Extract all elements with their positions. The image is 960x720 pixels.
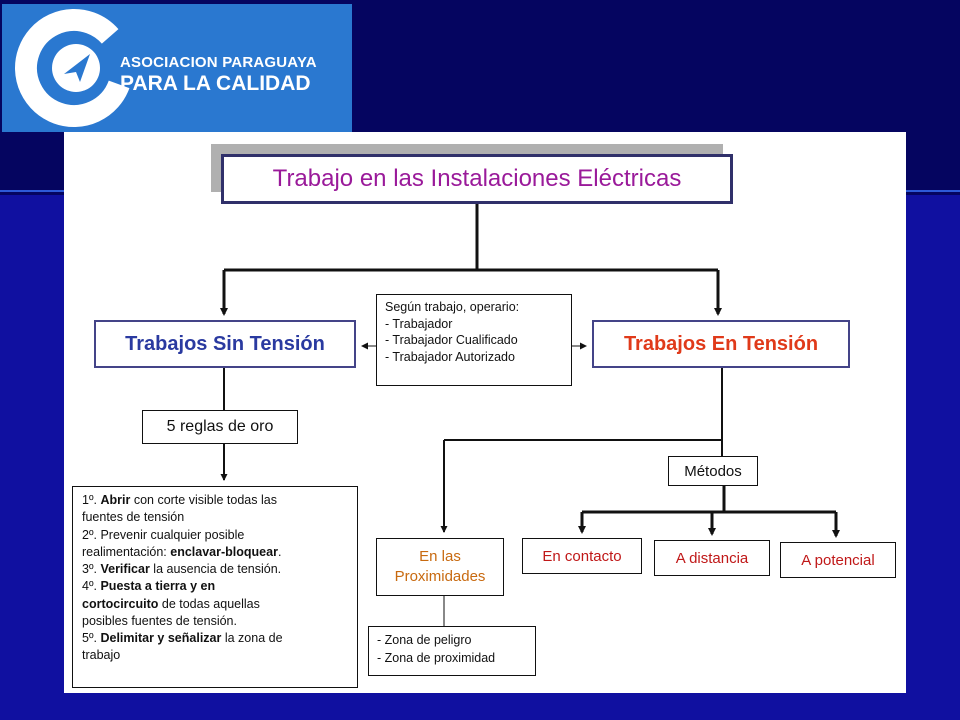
logo-mark-icon <box>15 9 132 127</box>
node-en-contacto: En contacto <box>522 538 642 574</box>
rule-line: 4º. Puesta a tierra y en <box>82 579 216 594</box>
operario-item: - Trabajador Autorizado <box>385 349 515 364</box>
node-zonas: - Zona de peligro - Zona de proximidad <box>368 626 536 676</box>
zona-item: - Zona de proximidad <box>377 650 496 665</box>
node-operario: Según trabajo, operario: - Trabajador - … <box>376 294 572 386</box>
connector-lines <box>220 204 840 626</box>
rule-line: realimentación: enclavar-bloquear. <box>82 544 282 559</box>
logo-line-2: PARA LA CALIDAD <box>120 72 311 95</box>
node-rules-list: 1º. Abrir con corte visible todas las fu… <box>72 486 358 688</box>
rule-line: cortocircuito de todas aquellas <box>82 596 260 611</box>
node-en-tension: Trabajos En Tensión <box>592 320 850 368</box>
operario-item: - Trabajador Cualificado <box>385 333 518 348</box>
node-metodos: Métodos <box>668 456 758 486</box>
logo-text: ASOCIACION PARAGUAYA PARA LA CALIDAD <box>120 54 317 96</box>
rule-line: 2º. Prevenir cualquier posible <box>82 527 245 542</box>
diagram-title: Trabajo en las Instalaciones Eléctricas <box>221 154 733 204</box>
node-sin-tension: Trabajos Sin Tensión <box>94 320 356 368</box>
rule-line: posibles fuentes de tensión. <box>82 613 237 628</box>
operario-heading: Según trabajo, operario: <box>385 300 520 314</box>
rule-line: 3º. Verificar la ausencia de tensión. <box>82 562 282 576</box>
diagram-panel: Trabajo en las Instalaciones Eléctricas … <box>64 132 906 693</box>
operario-item: - Trabajador <box>385 316 453 331</box>
rule-line: fuentes de tensión <box>82 510 185 525</box>
rule-line: 1º. Abrir con corte visible todas las <box>82 493 277 507</box>
rule-line: trabajo <box>82 648 121 663</box>
node-a-potencial: A potencial <box>780 542 896 578</box>
zona-item: - Zona de peligro <box>377 633 472 647</box>
logo-line-1: ASOCIACION PARAGUAYA <box>120 54 317 71</box>
proximidades-line-2: Proximidades <box>394 568 486 585</box>
node-a-distancia: A distancia <box>654 540 770 576</box>
node-proximidades: En las Proximidades <box>376 538 504 596</box>
rule-line: 5º. Delimitar y señalizar la zona de <box>82 631 283 645</box>
node-reglas-de-oro: 5 reglas de oro <box>142 410 298 444</box>
proximidades-line-1: En las <box>419 547 461 565</box>
logo: ASOCIACION PARAGUAYA PARA LA CALIDAD <box>2 4 352 132</box>
